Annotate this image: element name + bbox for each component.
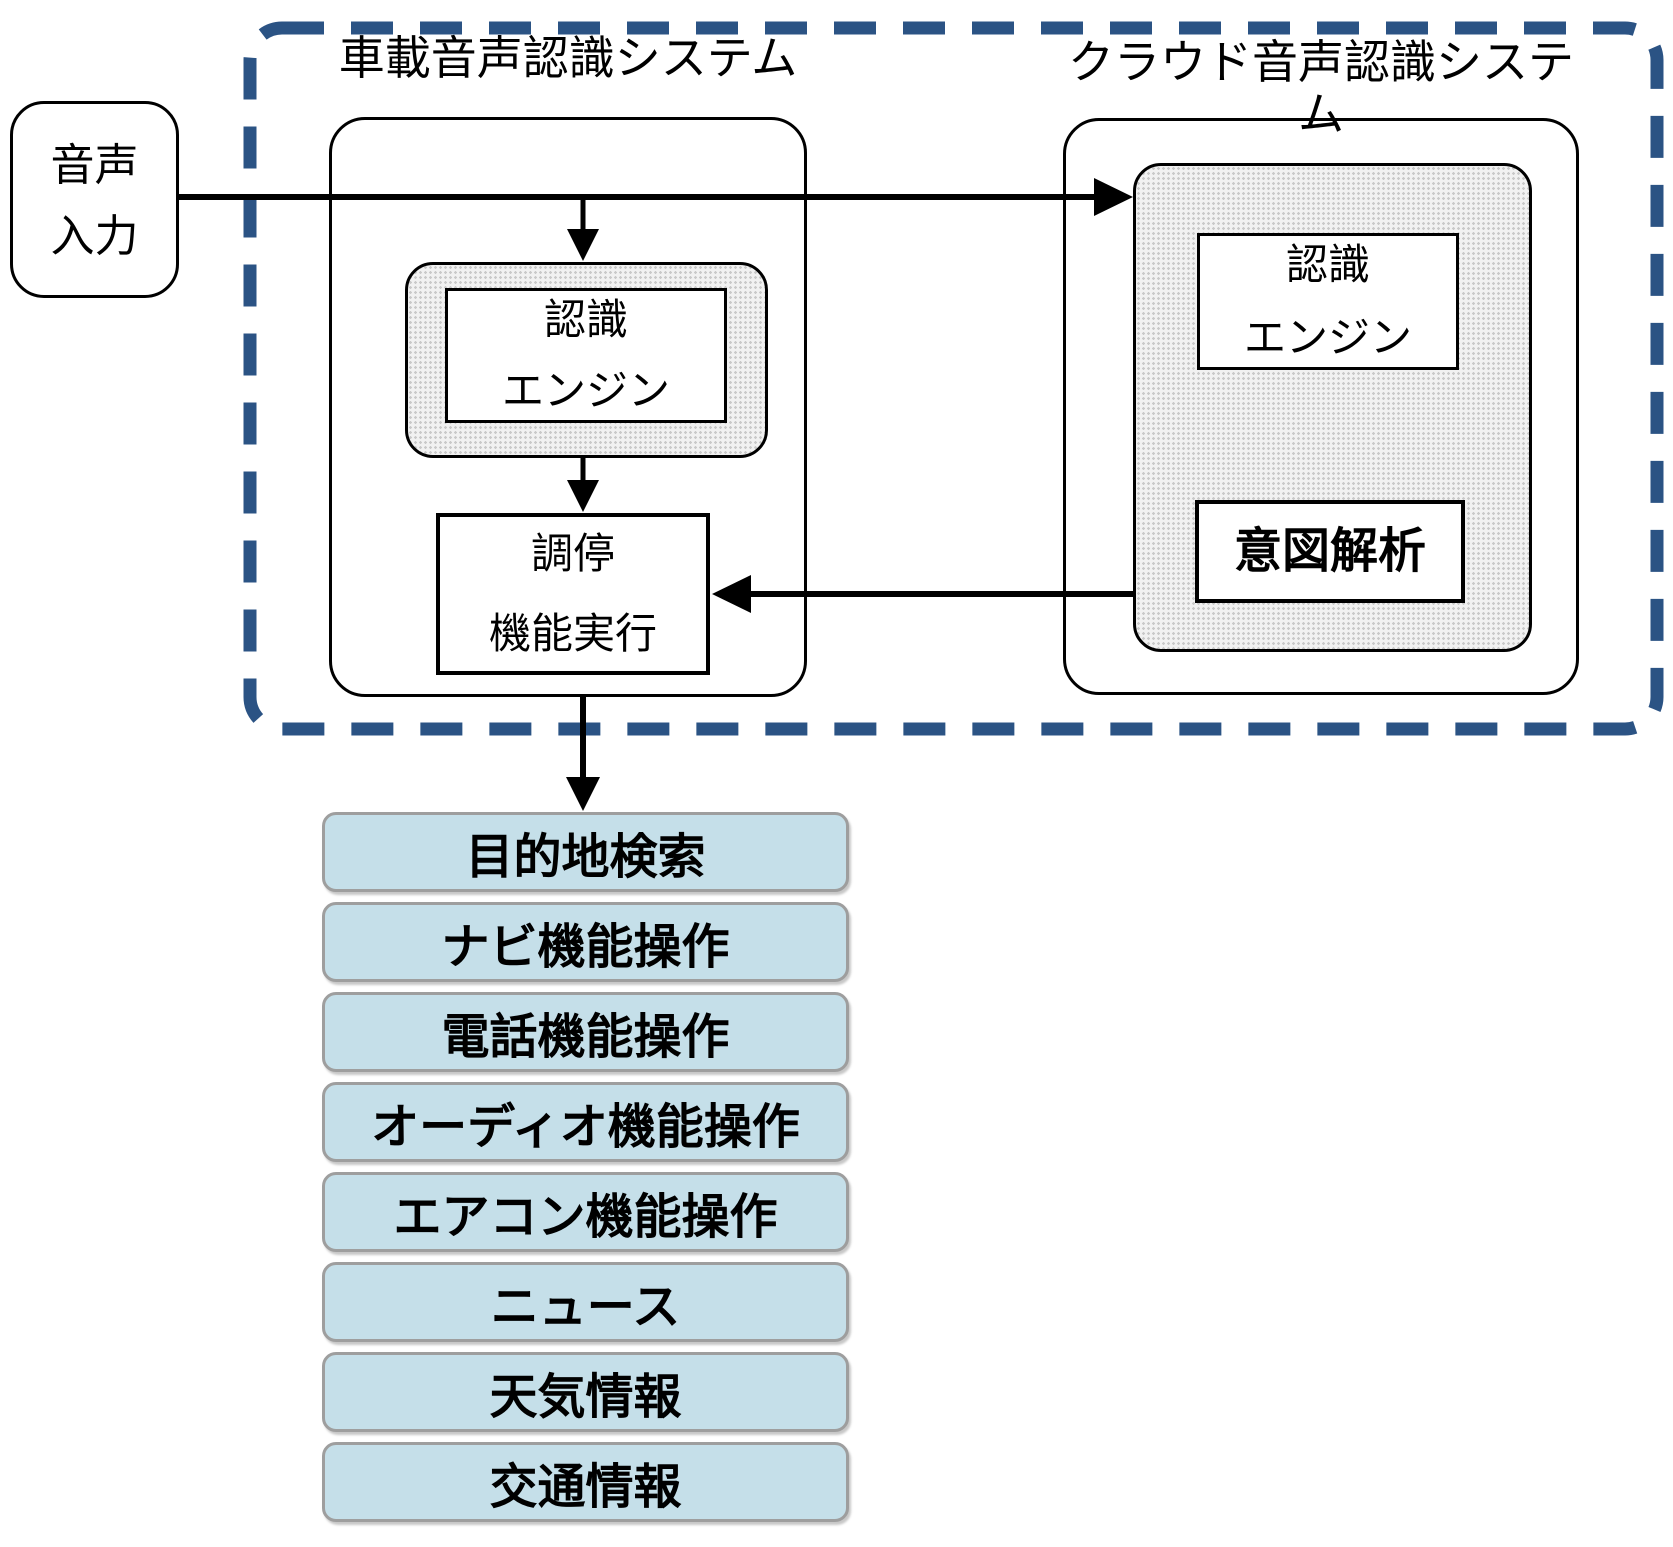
function-box-4: エアコン機能操作 <box>322 1172 849 1252</box>
function-box-6: 天気情報 <box>322 1352 849 1432</box>
function-box-0: 目的地検索 <box>322 812 849 892</box>
cloud-system-title: クラウド音声認識システム <box>1068 36 1574 140</box>
onboard-system-title: 車載音声認識システム <box>338 32 798 84</box>
cloud-engine-label-line1: 認識 <box>1285 241 1370 288</box>
onboard-engine-box: 認識 エンジン <box>445 288 727 423</box>
mediation-box: 調停 機能実行 <box>436 513 710 675</box>
arrow-mediation-to-functions-head <box>566 777 600 811</box>
function-box-3: オーディオ機能操作 <box>322 1082 849 1162</box>
function-box-1: ナビ機能操作 <box>322 902 849 982</box>
function-box-5: ニュース <box>322 1262 849 1342</box>
voice-input-label-line2: 入力 <box>50 212 139 261</box>
voice-input-label-line1: 音声 <box>50 141 139 190</box>
mediation-label-line2: 機能実行 <box>488 610 657 657</box>
function-box-label: 交通情報 <box>489 1461 682 1514</box>
function-box-7: 交通情報 <box>322 1442 849 1522</box>
intent-analysis-box: 意図解析 <box>1195 500 1465 603</box>
function-box-label: 天気情報 <box>489 1371 682 1424</box>
cloud-engine-box: 認識 エンジン <box>1197 233 1459 370</box>
voice-input-box: 音声 入力 <box>10 101 179 298</box>
function-box-label: 目的地検索 <box>465 831 706 884</box>
function-box-label: ニュース <box>490 1281 681 1334</box>
function-box-label: エアコン機能操作 <box>393 1191 778 1244</box>
function-box-label: 電話機能操作 <box>441 1011 730 1064</box>
onboard-engine-label-line1: 認識 <box>543 296 628 343</box>
function-box-2: 電話機能操作 <box>322 992 849 1072</box>
mediation-label-line1: 調停 <box>530 530 615 577</box>
function-list: 目的地検索 ナビ機能操作 電話機能操作 オーディオ機能操作 エアコン機能操作 ニ… <box>322 812 849 1532</box>
onboard-engine-label-line2: エンジン <box>501 367 670 414</box>
cloud-engine-label-line2: エンジン <box>1243 314 1412 361</box>
intent-analysis-label: 意図解析 <box>1233 524 1426 578</box>
function-box-label: オーディオ機能操作 <box>371 1101 800 1154</box>
function-box-label: ナビ機能操作 <box>441 921 730 974</box>
